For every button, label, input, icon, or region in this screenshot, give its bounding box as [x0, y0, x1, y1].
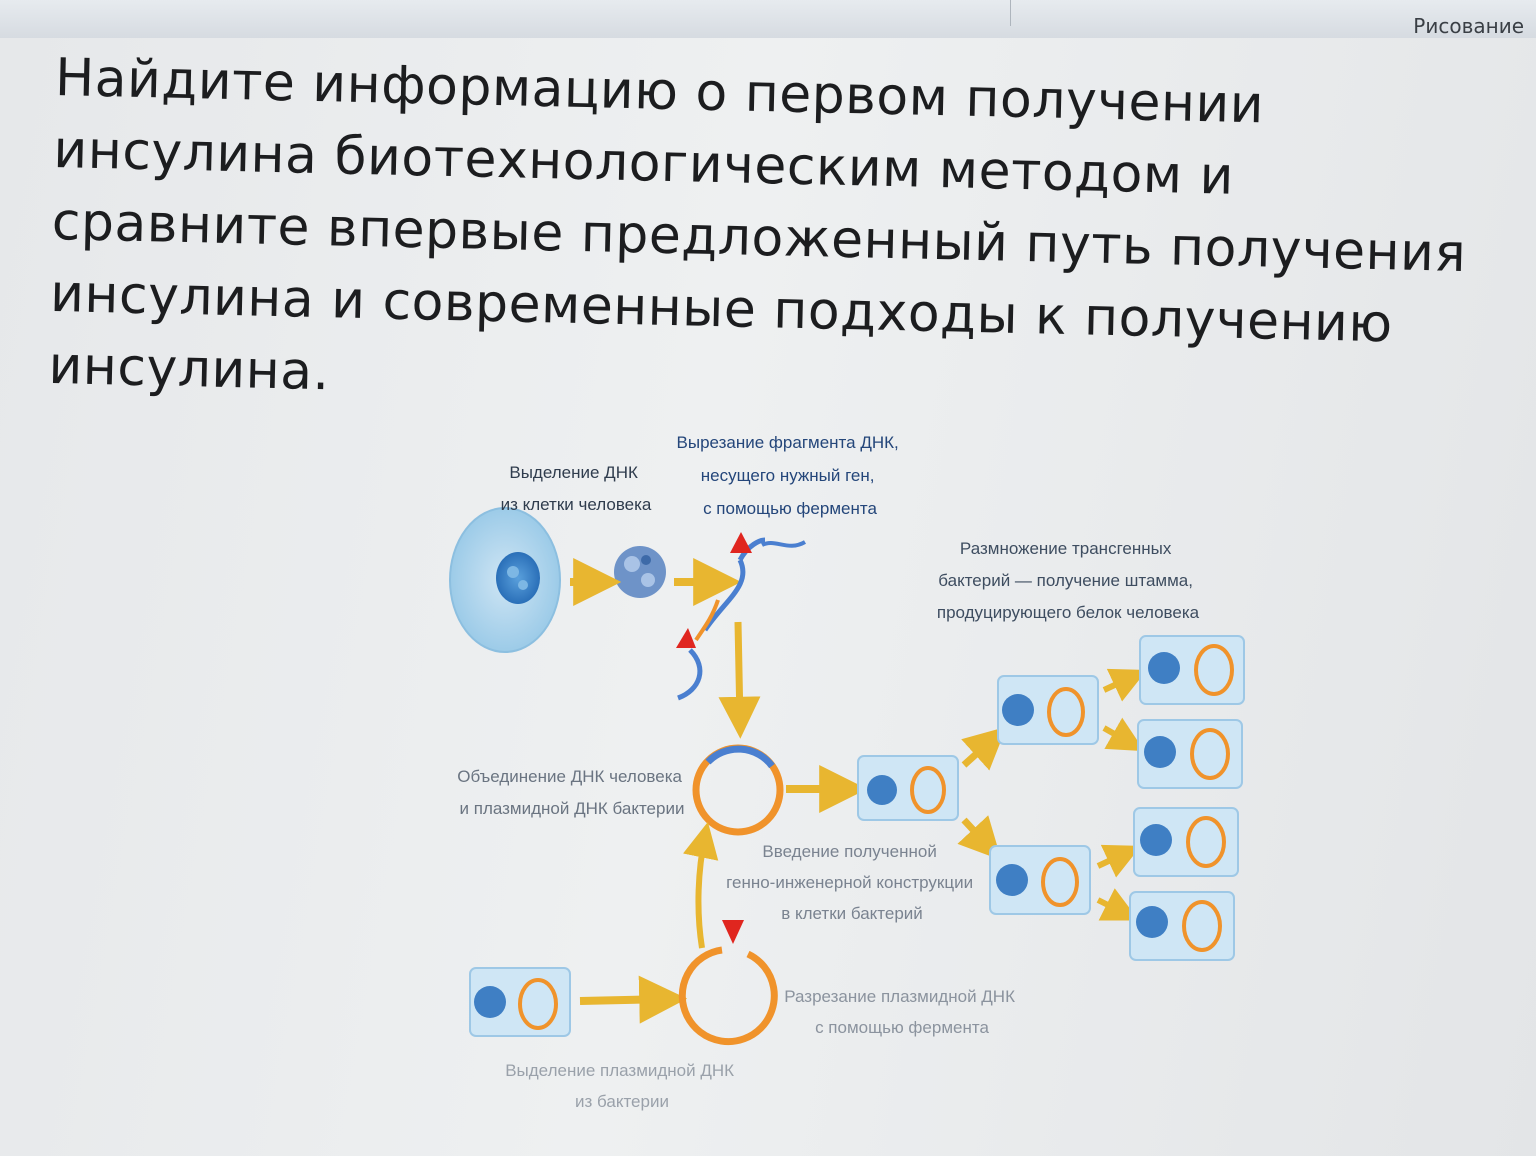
arrow-bacterium-to-plasmid — [579, 975, 688, 1024]
bacterium-transformed — [857, 755, 959, 821]
label-plasmid-isolation: Выделение плазмидной ДНК из бактерии — [505, 1061, 739, 1111]
arrow-gen3-2 — [1102, 717, 1145, 752]
label-reproduction: Размножение трансгенных бактерий — получ… — [937, 539, 1200, 622]
human-cell — [449, 507, 561, 653]
arrow-fragment-to-plasmid — [718, 621, 761, 739]
isolated-plasmid — [678, 946, 778, 1046]
bacterium-gen3-3 — [1133, 807, 1239, 877]
enzyme-marker-bottom — [676, 628, 696, 648]
label-combining: Объединение ДНК человека и плазмидной ДН… — [457, 767, 686, 818]
label-dna-isolation: Выделение ДНК из клетки человека — [501, 463, 652, 514]
bacterium-gen2-top — [997, 675, 1099, 745]
arrow-gen3-4 — [1096, 888, 1139, 921]
enzyme-marker-top — [730, 532, 752, 553]
isolated-dna-tangle — [614, 546, 666, 598]
label-introduction: Введение полученной генно-инженерной кон… — [726, 842, 978, 923]
recombinant-plasmid — [692, 744, 784, 836]
ribbon-group-drawing-label[interactable]: Рисование — [1413, 14, 1524, 38]
bacterium-source — [469, 967, 571, 1037]
arrow-branch-down — [957, 815, 1002, 861]
ribbon-divider — [1010, 0, 1011, 26]
label-fragment-cutting: Вырезание фрагмента ДНК, несущего нужный… — [677, 433, 904, 518]
arrow-gen3-1 — [1102, 668, 1148, 702]
arrow-branch-up — [961, 726, 1007, 771]
bacterium-gen3-4 — [1129, 891, 1235, 961]
arrow-cut-plasmid-to-recombinant — [683, 821, 719, 949]
arrow-gen3-3 — [1096, 844, 1142, 878]
bacterium-gen3-1 — [1139, 635, 1245, 705]
dna-fragment-strands — [677, 537, 807, 701]
bacterium-gen3-2 — [1137, 719, 1243, 789]
label-plasmid-cutting: Разрезание плазмидной ДНК с помощью ферм… — [784, 987, 1019, 1037]
enzyme-marker-plasmid — [722, 920, 744, 944]
bacterium-gen2-bottom — [989, 845, 1091, 915]
